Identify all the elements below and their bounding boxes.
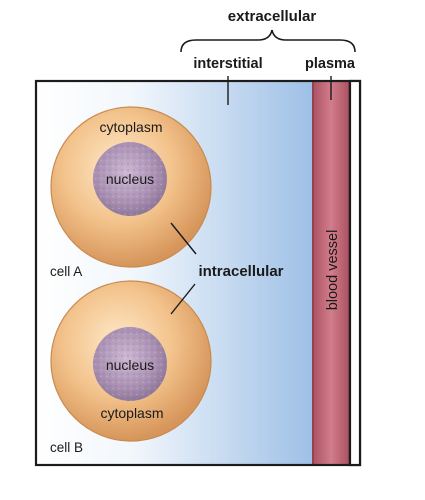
cell-b-cytoplasm-label: cytoplasm (100, 405, 163, 421)
cell-b-nucleus-label: nucleus (106, 357, 154, 373)
cell-b: nucleus cytoplasm (50, 280, 212, 442)
interstitial-label: interstitial (193, 56, 262, 72)
cell-b-nucleus-texture (93, 327, 167, 401)
extracellular-brace (180, 29, 356, 53)
cell-a-cytoplasm-label: cytoplasm (99, 119, 162, 135)
cell-a-nucleus-label: nucleus (106, 171, 154, 187)
cell-b-label: cell B (50, 440, 83, 455)
cell-a-nucleus-texture (93, 142, 167, 216)
cell-a-label: cell A (50, 264, 82, 279)
blood-vessel-label: blood vessel (325, 230, 341, 311)
plasma-label: plasma (305, 56, 356, 72)
intracellular-label: intracellular (198, 263, 283, 280)
frame-right-strip (348, 79, 362, 467)
extracellular-label: extracellular (228, 8, 317, 25)
intracellular-pointer-b (170, 283, 196, 315)
cell-a: cytoplasm nucleus (50, 106, 212, 268)
intracellular-pointer-a (170, 222, 197, 255)
blood-vessel (312, 81, 350, 465)
